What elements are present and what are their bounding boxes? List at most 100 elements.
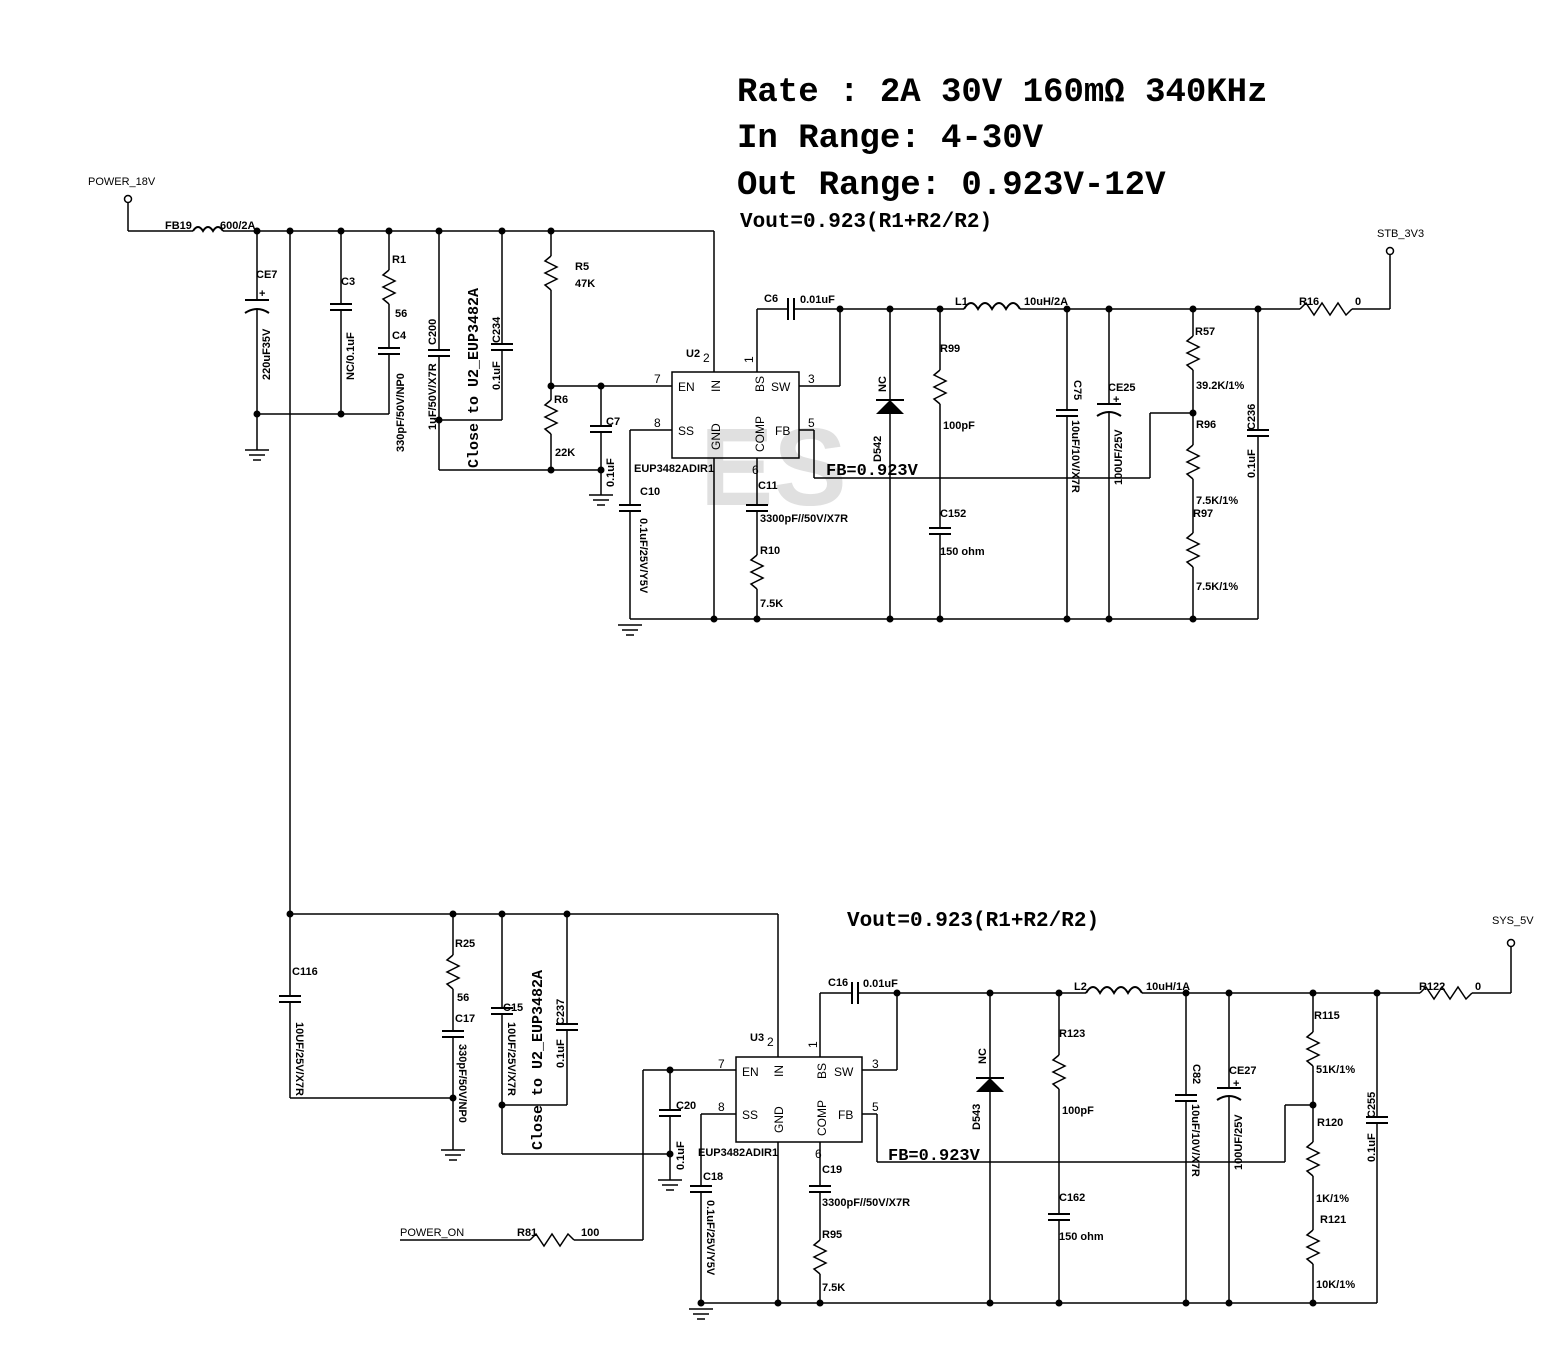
c3-value: NC/0.1uF — [345, 332, 357, 380]
svg-text:+: + — [1113, 394, 1119, 406]
svg-text:2: 2 — [703, 351, 710, 365]
r6-value: 22K — [555, 447, 575, 459]
spec-rate: Rate : 2A 30V 160mΩ 340KHz — [737, 74, 1268, 112]
r115-label: R115 — [1314, 1010, 1340, 1022]
d543-diode — [976, 1078, 1004, 1092]
c18-label: C18 — [703, 1171, 723, 1183]
c237-label: C237 — [555, 999, 567, 1025]
c255-label: C255 — [1366, 1092, 1378, 1118]
r5-value: 47K — [575, 278, 595, 290]
l2-value: 10uH/1A — [1146, 981, 1190, 993]
fb19-bead — [192, 226, 224, 233]
u2-pin-gnd: GND — [709, 423, 723, 450]
r122-value: 0 — [1475, 981, 1481, 993]
c15-value: 10UF/25V/X7R — [505, 1022, 517, 1096]
c10-label: C10 — [640, 486, 660, 498]
c237-value: 0.1uF — [555, 1039, 567, 1068]
u3-ic — [735, 1056, 863, 1143]
l1-value: 10uH/2A — [1024, 296, 1068, 308]
r97-label: R97 — [1193, 508, 1213, 520]
c116-value: 10UF/25V/X7R — [293, 1022, 305, 1096]
fb-note-top: FB=0.923V — [826, 462, 919, 481]
r121-label: R121 — [1320, 1214, 1346, 1226]
net-stb-3v3-label: STB_3V3 — [1377, 228, 1424, 240]
r120-label: R120 — [1317, 1117, 1343, 1129]
u2-pin-fb: FB — [775, 424, 790, 438]
d543-value: NC — [977, 1048, 989, 1064]
c200-label: C200 — [427, 319, 439, 345]
r115-value: 51K/1% — [1316, 1064, 1355, 1076]
svg-text:3: 3 — [808, 372, 815, 386]
r96-label: R96 — [1196, 419, 1216, 431]
c152-value: 150 ohm — [940, 546, 985, 558]
svg-text:7: 7 — [654, 372, 661, 386]
u3-part-number: EUP3482ADIR1 — [698, 1147, 778, 1159]
note-close-to-u2-bottom: Close to U2_EUP3482A — [530, 970, 547, 1150]
c234-value: 0.1uF — [491, 361, 503, 390]
r120-value: 1K/1% — [1316, 1193, 1349, 1205]
r16-label: R16 — [1299, 296, 1319, 308]
u3-pin-fb: FB — [838, 1108, 853, 1122]
ce27-value: 100UF/25V — [1233, 1114, 1245, 1170]
fb19-label: FB19 — [165, 220, 192, 232]
l1-label: L1 — [955, 296, 968, 308]
u3-pin-sw: SW — [834, 1065, 854, 1079]
svg-text:6: 6 — [752, 463, 759, 477]
c152-label: C152 — [940, 508, 966, 520]
r5-label: R5 — [575, 261, 589, 273]
r6-label: R6 — [554, 394, 568, 406]
c18-value: 0.1uF/25V/Y5V — [704, 1200, 716, 1276]
r10-label: R10 — [760, 545, 780, 557]
c3-label: C3 — [341, 276, 355, 288]
c17-label: C17 — [455, 1013, 475, 1025]
spec-out-range: Out Range: 0.923V-12V — [737, 167, 1166, 205]
d542-diode — [876, 400, 904, 414]
r99-label: R99 — [940, 343, 960, 355]
c6-value: 0.01uF — [800, 294, 835, 306]
c236-label: C236 — [1246, 404, 1258, 430]
net-sys-5v-port — [1506, 938, 1516, 948]
u2-pin-ss: SS — [678, 424, 694, 438]
vout-formula-bottom: Vout=0.923(R1+R2/R2) — [847, 910, 1099, 933]
r16-value: 0 — [1355, 296, 1361, 308]
u3-pin-comp: COMP — [815, 1100, 829, 1136]
u2-pin-bs: BS — [753, 376, 767, 392]
c236-value: 0.1uF — [1246, 449, 1258, 478]
net-stb-3v3-port — [1385, 246, 1395, 256]
r95-value: 7.5K — [822, 1282, 845, 1294]
u3-pin-en: EN — [742, 1065, 759, 1079]
r95-label: R95 — [822, 1229, 842, 1241]
d543-label: D543 — [971, 1104, 983, 1130]
l2-label: L2 — [1074, 981, 1087, 993]
svg-text:6: 6 — [815, 1147, 822, 1161]
r25-label: R25 — [455, 938, 475, 950]
c7-value: 0.1uF — [605, 458, 617, 487]
net-power-on-label: POWER_ON — [400, 1227, 464, 1239]
c82-label: C82 — [1190, 1064, 1202, 1084]
svg-text:+: + — [1233, 1078, 1239, 1090]
c15-label: C15 — [503, 1002, 523, 1014]
l1-inductor — [963, 302, 1021, 311]
net-power-18v-label: POWER_18V — [88, 176, 156, 188]
d542-value: NC — [877, 376, 889, 392]
c6-label: C6 — [764, 293, 778, 305]
c75-value: 10uF/10V/X7R — [1069, 420, 1081, 493]
c20-label: C20 — [676, 1100, 696, 1112]
ce25-value: 100UF/25V — [1113, 429, 1125, 485]
c4-label: C4 — [392, 330, 407, 342]
svg-text:+: + — [259, 288, 265, 300]
r121-value: 10K/1% — [1316, 1279, 1355, 1291]
c200-value: 1uF/50V/X7R — [427, 363, 439, 430]
c7-label: C7 — [606, 416, 620, 428]
ce7-value: 220uF35V — [261, 328, 273, 380]
vout-formula-top: Vout=0.923(R1+R2/R2) — [740, 211, 992, 234]
r1-label: R1 — [392, 254, 406, 266]
svg-text:5: 5 — [808, 416, 815, 430]
spec-in-range: In Range: 4-30V — [737, 120, 1044, 158]
c255-value: 0.1uF — [1366, 1133, 1378, 1162]
r96-value: 7.5K/1% — [1196, 495, 1238, 507]
c75-label: C75 — [1071, 380, 1083, 400]
l2-inductor — [1085, 986, 1143, 995]
ce27-label: CE27 — [1229, 1065, 1257, 1077]
top-regulator-circuit: POWER_18V FB19 600/2A CE7 + 220uF35V — [88, 176, 1424, 636]
